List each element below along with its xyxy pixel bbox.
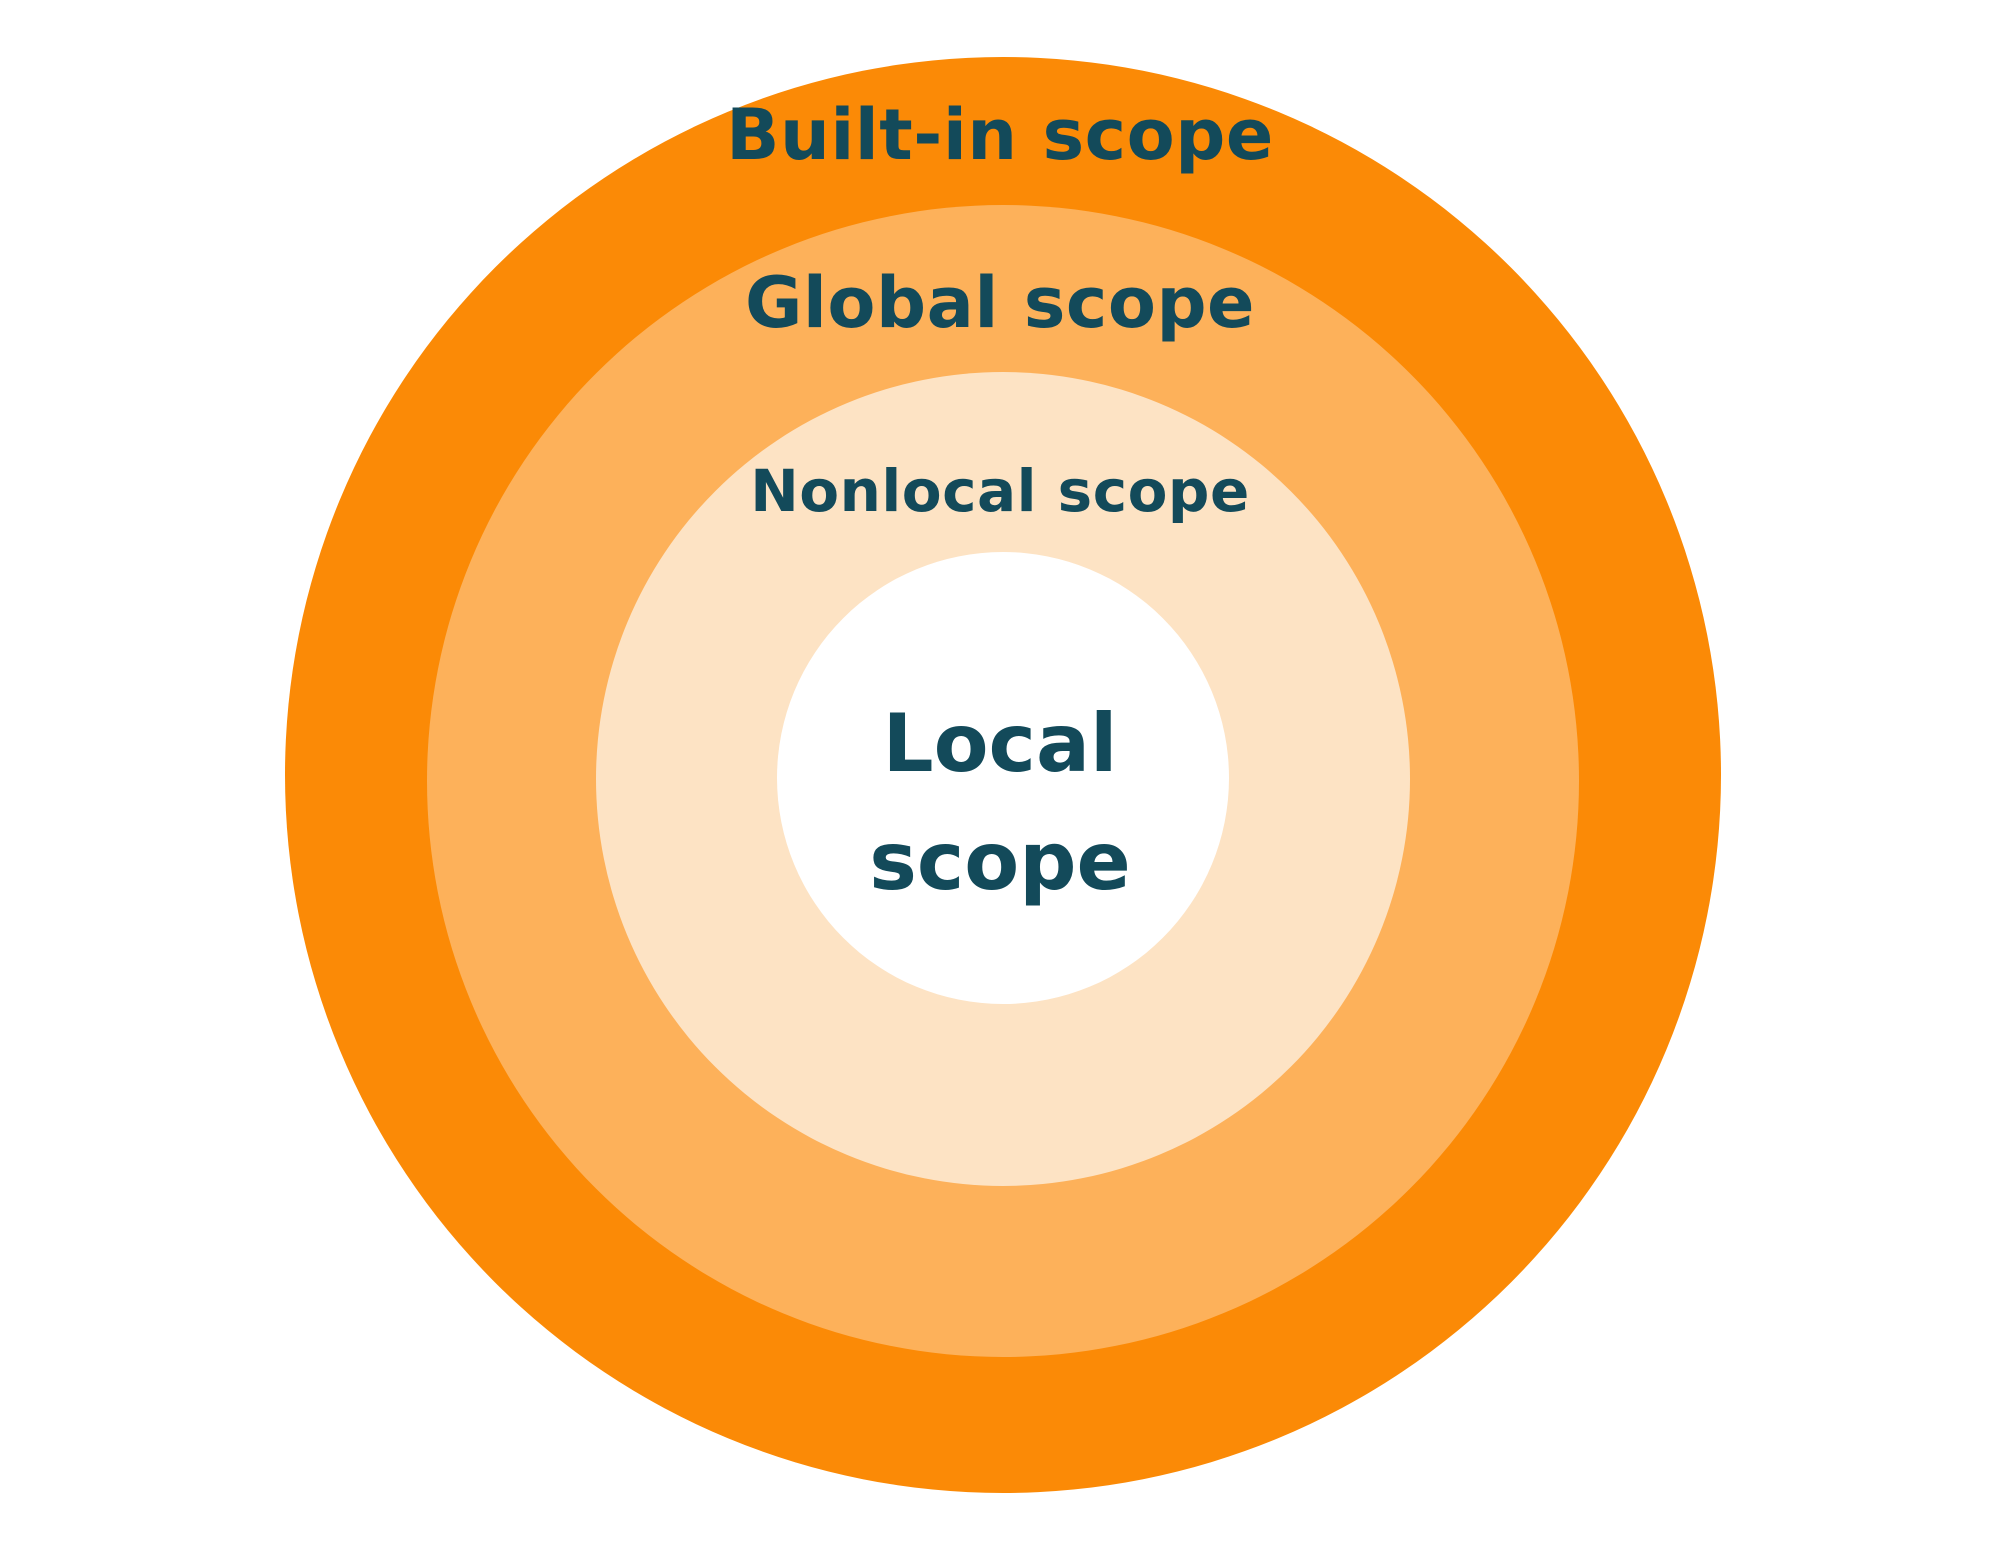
global-scope-label: Global scope — [744, 262, 1256, 344]
local-scope-label-line1: Local — [882, 697, 1118, 790]
builtin-scope-label: Built-in scope — [726, 94, 1274, 176]
nonlocal-scope-label: Nonlocal scope — [750, 457, 1250, 525]
local-scope-ring — [777, 552, 1229, 1004]
local-scope-label-line2: scope — [869, 815, 1131, 908]
local-scope-label: Local scope — [0, 685, 2000, 921]
